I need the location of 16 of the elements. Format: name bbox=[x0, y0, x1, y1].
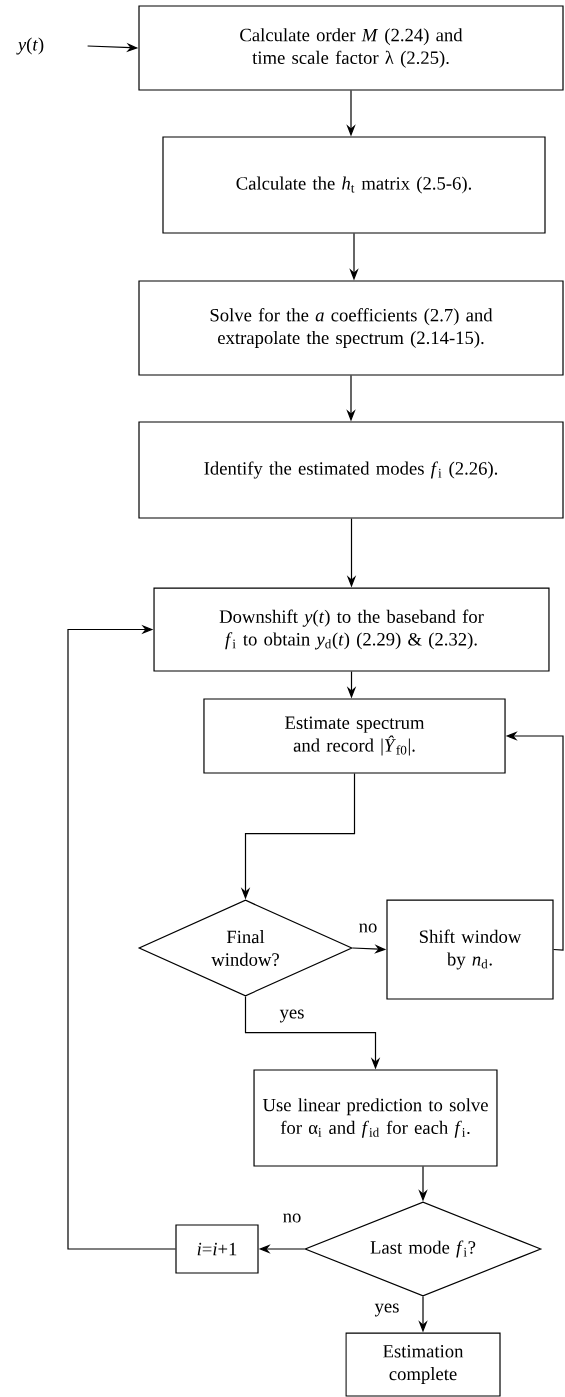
process-box: Estimation complete bbox=[345, 1332, 501, 1397]
edge-label: no bbox=[281, 1212, 303, 1224]
process-box: Use linear prediction to solve for α$_{i}$ and f$_{id}$ for each f$_{i}$. bbox=[253, 1069, 498, 1167]
edge-label: no bbox=[357, 922, 379, 934]
edge-label: yes bbox=[278, 1008, 306, 1024]
process-box: Identify the estimated modes f$_{i}$ (2.26). bbox=[138, 421, 564, 519]
process-box: Estimate spectrum and record |Ŷ$_{f0}$|. bbox=[203, 698, 506, 774]
edge-label: yes bbox=[373, 1302, 401, 1318]
arrow bbox=[67, 624, 176, 1250]
process-box: Solve for the a coefficients (2.7) and extrapolate the spectrum (2.14-15). bbox=[138, 280, 564, 376]
process-box: i=i+1 bbox=[175, 1224, 259, 1274]
signal-label: y(t) bbox=[16, 37, 44, 55]
process-box: Downshift y(t) to the baseband for f$_{i}$ to obtain y$_{d}$(t) (2.29) & (2.32). bbox=[153, 587, 550, 672]
process-box: Calculate order M (2.24) and time scale factor λ (2.25). bbox=[138, 5, 564, 91]
process-box: Shift window by n$_{d}$. bbox=[386, 899, 554, 1000]
process-box: Calculate the h$_{t}$ matrix (2.5-6). bbox=[162, 136, 546, 234]
